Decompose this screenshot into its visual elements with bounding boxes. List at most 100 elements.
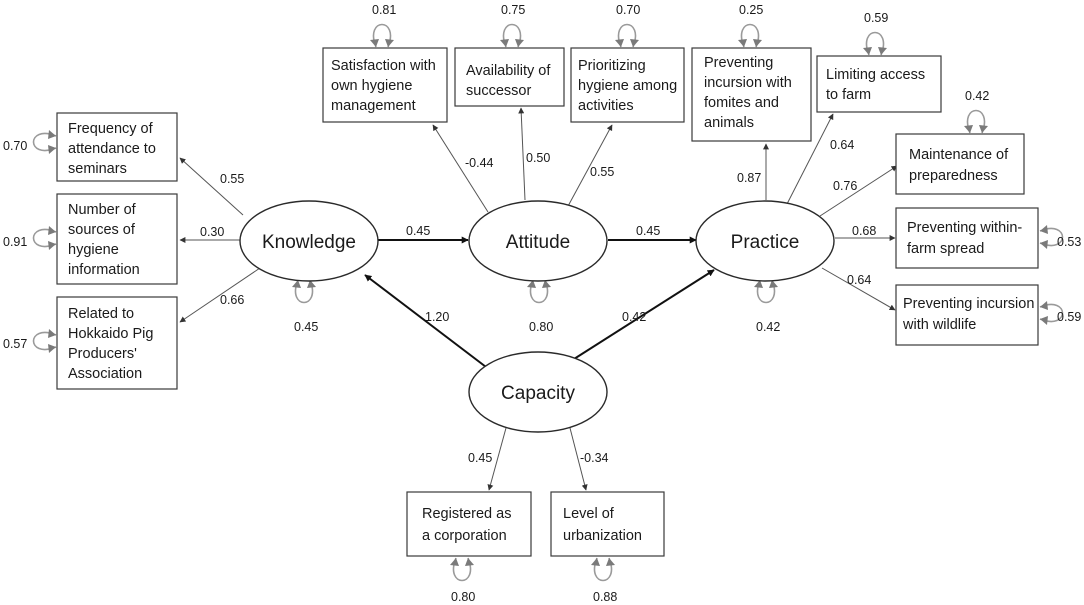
coef-knowledge-sources: 0.30	[200, 225, 224, 239]
loop-arrow-limiting-b	[878, 47, 887, 55]
loop-arrow-sources-b	[48, 241, 56, 250]
box-text: Association	[68, 366, 142, 382]
loop-successor	[502, 23, 522, 48]
latent-knowledge: Knowledge	[239, 200, 379, 282]
coef-attitude-successor: 0.50	[526, 151, 550, 165]
box-text: to farm	[826, 87, 871, 103]
loop-arrow-frequency	[48, 130, 56, 139]
loop-arrow-practice-b	[769, 280, 778, 288]
loop-sources-info	[32, 228, 57, 248]
box-text: hygiene among	[578, 78, 677, 94]
residual-loops	[32, 23, 1064, 582]
residual-successor: 0.75	[501, 3, 525, 17]
arrow-attitude-satisfaction	[432, 124, 489, 213]
box-text: Availability of	[466, 63, 551, 79]
loop-arrow-attitude	[527, 280, 536, 288]
loop-urbanization	[593, 557, 613, 582]
loop-arrow-prioritizing-b	[630, 39, 639, 47]
coef-practice-preparedness: 0.76	[833, 179, 857, 193]
box-text: seminars	[68, 161, 127, 177]
loop-arrow-satisfaction	[370, 39, 379, 47]
residual-limiting: 0.59	[864, 11, 888, 25]
loop-wildlife	[1039, 303, 1064, 323]
box-limiting-access: Limiting access to farm	[816, 55, 942, 113]
box-text: preparedness	[909, 168, 998, 184]
box-text: Maintenance of	[909, 147, 1009, 163]
box-text: Number of	[68, 202, 137, 218]
loop-arrow-attitude-b	[542, 280, 551, 288]
box-text: Limiting access	[826, 67, 925, 83]
coef-attitude-prioritizing: 0.55	[590, 165, 614, 179]
residual-practice: 0.42	[756, 320, 780, 334]
box-text: Satisfaction with	[331, 58, 436, 74]
box-satisfaction: Satisfaction with own hygiene management	[322, 47, 448, 123]
loop-arrow-wildlife	[1040, 301, 1048, 310]
box-text: farm spread	[907, 241, 984, 257]
loop-arrow-practice	[754, 280, 763, 288]
loop-attitude	[529, 279, 549, 304]
coef-attitude-practice: 0.45	[636, 224, 660, 238]
loop-arrow-frequency-b	[48, 145, 56, 154]
box-text: Related to	[68, 306, 134, 322]
residual-values: 0.70 0.91 0.57 0.81 0.75 0.70 0.25 0.59 …	[3, 3, 1081, 604]
coef-practice-wildlife: 0.64	[847, 273, 871, 287]
coef-capacity-knowledge: 1.20	[425, 310, 449, 324]
residual-satisfaction: 0.81	[372, 3, 396, 17]
latent-label: Practice	[731, 232, 800, 253]
loop-arrow-successor	[500, 39, 509, 47]
arrow-practice-limiting	[786, 113, 834, 205]
arrow-capacity-corporation	[487, 427, 507, 491]
latent-capacity: Capacity	[468, 351, 608, 433]
latent-variables: Knowledge Attitude Practice Capacity	[239, 200, 835, 433]
loop-arrow-within-b	[1040, 240, 1048, 249]
box-text: successor	[466, 83, 531, 99]
loop-arrow-satisfaction-b	[385, 39, 394, 47]
box-text: Prioritizing	[578, 58, 646, 74]
path-coefficients: 0.55 0.30 0.66 0.45 -0.44 0.50 0.55 0.45…	[200, 138, 876, 465]
residual-attitude: 0.80	[529, 320, 553, 334]
loop-arrow-knowledge-b	[307, 280, 316, 288]
box-text: incursion with	[704, 75, 792, 91]
box-text: information	[68, 262, 140, 278]
loop-arrow-preparedness	[964, 125, 973, 133]
loop-arrow-corporation-b	[465, 558, 474, 566]
box-text: a corporation	[422, 528, 507, 544]
box-text: hygiene	[68, 242, 119, 258]
residual-frequency: 0.70	[3, 139, 27, 153]
box-text: Level of	[563, 506, 615, 522]
arrow-practice-wildlife	[821, 267, 896, 311]
box-text: with wildlife	[902, 317, 976, 333]
box-text: own hygiene	[331, 78, 412, 94]
loop-arrow-prioritizing	[615, 39, 624, 47]
loop-arrow-fomites-b	[753, 39, 762, 47]
box-preparedness: Maintenance of preparedness	[895, 133, 1025, 195]
residual-within: 0.53	[1057, 235, 1081, 249]
loop-arrow-limiting	[863, 47, 872, 55]
residual-hokkaido: 0.57	[3, 337, 27, 351]
observed-boxes: Frequency of attendance to seminars Numb…	[56, 47, 1039, 557]
box-within-farm: Preventing within- farm spread	[895, 207, 1039, 269]
box-text: management	[331, 98, 416, 114]
residual-urbanization: 0.88	[593, 590, 617, 604]
box-sources-info: Number of sources of hygiene information	[56, 193, 178, 285]
residual-sources: 0.91	[3, 235, 27, 249]
box-wildlife: Preventing incursion with wildlife	[895, 284, 1039, 346]
latent-label: Knowledge	[262, 232, 356, 253]
box-text: Preventing incursion	[903, 296, 1034, 312]
residual-prioritizing: 0.70	[616, 3, 640, 17]
loop-arrow-hokkaido-b	[48, 344, 56, 353]
latent-label: Attitude	[506, 232, 570, 253]
coef-knowledge-hokkaido: 0.66	[220, 293, 244, 307]
loop-corporation	[452, 557, 472, 582]
loop-preparedness	[966, 109, 986, 134]
latent-label: Capacity	[501, 383, 575, 404]
box-hokkaido: Related to Hokkaido Pig Producers' Assoc…	[56, 296, 178, 390]
box-corporation: Registered as a corporation	[406, 491, 532, 557]
loop-arrow-sources	[48, 226, 56, 235]
loop-arrow-successor-b	[515, 39, 524, 47]
loop-arrow-hokkaido	[48, 329, 56, 338]
arrow-attitude-prioritizing	[566, 124, 613, 209]
coef-capacity-corporation: 0.45	[468, 451, 492, 465]
loop-frequency-seminars	[32, 132, 57, 152]
